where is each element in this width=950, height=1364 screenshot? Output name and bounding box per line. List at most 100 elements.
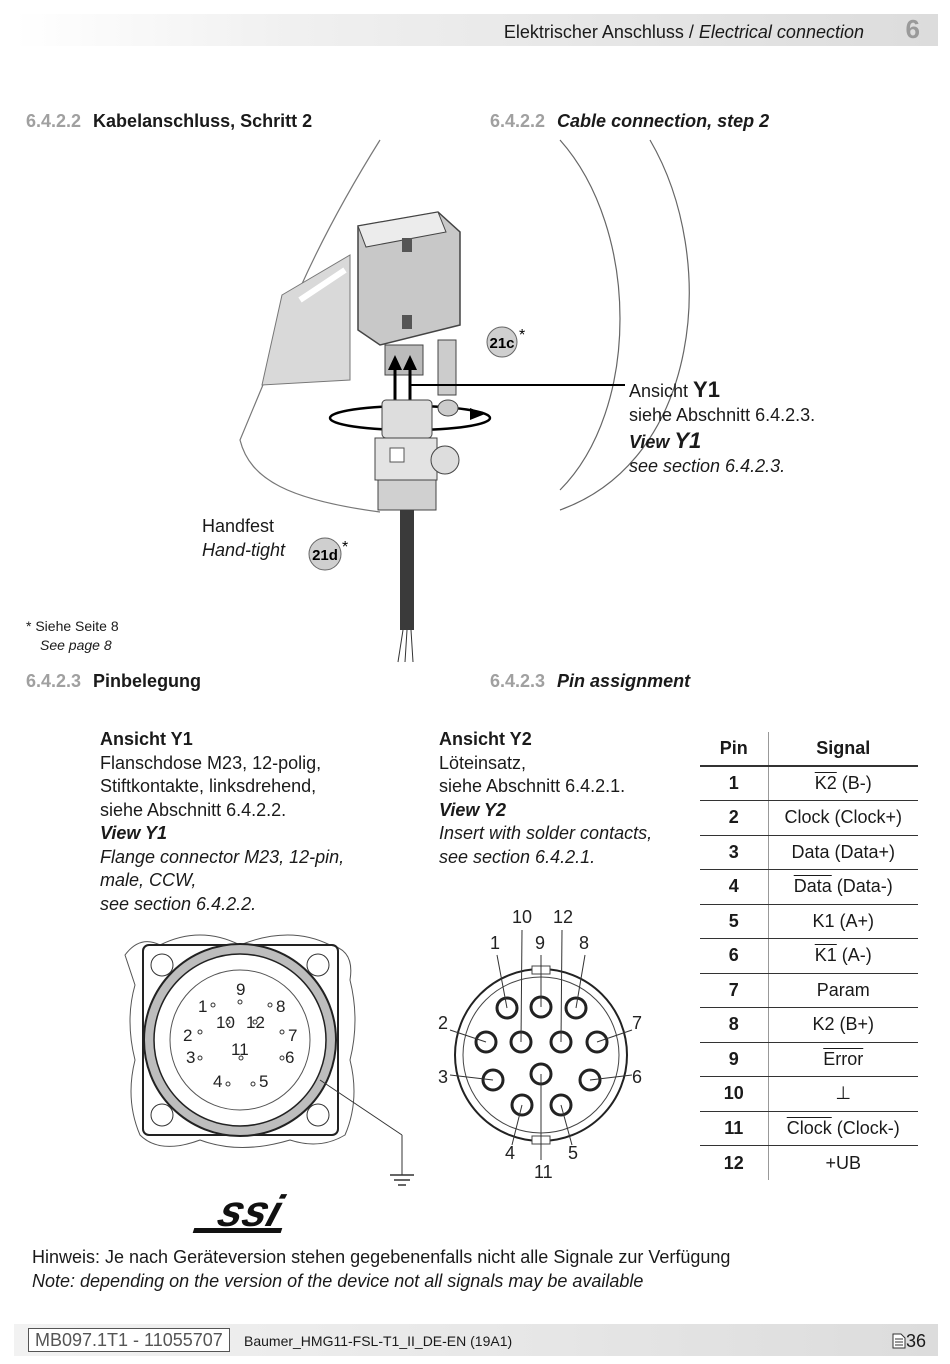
section-title: Pin assignment [557, 671, 691, 691]
pin-label-4: 4 [505, 1143, 515, 1163]
section-number: 6.4.2.2 [26, 111, 82, 131]
view-prefix: View [629, 432, 670, 452]
pin-cell: 11 [700, 1111, 769, 1146]
pin-label-8: 8 [276, 997, 285, 1016]
pin-cell: 9 [700, 1042, 769, 1077]
pin-label-11: 11 [534, 1162, 553, 1182]
text-line: male, CCW, [100, 870, 197, 890]
pin-label-2: 2 [438, 1013, 448, 1033]
signal-text: Data (Data+) [791, 841, 896, 862]
pin-label-6: 6 [285, 1048, 294, 1067]
signal-cell: Data (Data-) [768, 869, 918, 905]
column-header-pin: Pin [700, 732, 769, 767]
pin-label-9: 9 [535, 933, 545, 953]
document-id: MB097.1T1 - 11055707 [28, 1328, 230, 1352]
pin-cell: 5 [700, 904, 769, 939]
view-y1-title-de: Ansicht Y1 [100, 729, 193, 749]
header-bar [14, 14, 938, 46]
signal-cell: +UB [768, 1146, 918, 1181]
page-number: 36 [892, 1331, 926, 1352]
pin-label-12: 12 [553, 907, 573, 927]
view-id: Y1 [693, 377, 720, 402]
signal-text: (B-) [836, 773, 872, 793]
signal-cell: K2 (B+) [768, 1007, 918, 1043]
header-title: Elektrischer Anschluss / Electrical conn… [504, 22, 864, 43]
text-line: Stiftkontakte, linksdrehend, [100, 776, 317, 796]
signal-cell: ⊥ [768, 1076, 918, 1112]
signal-text: K1 (A+) [812, 910, 875, 931]
pin-label-1: 1 [490, 933, 500, 953]
signal-text: (A-) [836, 945, 872, 966]
version-note: Hinweis: Je nach Geräteversion stehen ge… [32, 1245, 730, 1293]
page-number-text: 36 [905, 1331, 926, 1351]
section-number: 6.4.2.3 [26, 671, 82, 691]
signal-inverted: K1 [814, 945, 837, 966]
pin-cell: 3 [700, 835, 769, 870]
pin-label-5: 5 [259, 1072, 268, 1091]
table-row: 7 Param [700, 973, 918, 1008]
signal-text: (Clock-) [831, 1117, 900, 1138]
callout-21d: 21d [312, 547, 338, 564]
pin-cell: 2 [700, 800, 769, 836]
text-line: see section 6.4.2.2. [100, 893, 257, 914]
header-title-en: Electrical connection [698, 22, 864, 42]
pin-label-1: 1 [198, 997, 207, 1016]
handtight-de: Handfest [202, 516, 275, 536]
text-line: Löteinsatz, [439, 752, 527, 773]
signal-text: (Data-) [831, 876, 893, 897]
pin-label-10: 10 [216, 1013, 235, 1032]
table-row: 3 Data (Data+) [700, 835, 918, 870]
signal-inverted: K2 [814, 773, 837, 793]
header-title-de: Elektrischer Anschluss / [503, 22, 694, 42]
pin-cell: 4 [700, 869, 769, 905]
signal-cell: Clock (Clock+) [768, 800, 918, 836]
asterisk: * [519, 327, 525, 344]
file-name: Baumer_HMG11-FSL-T1_II_DE-EN (19A1) [244, 1333, 513, 1349]
section-heading-de: 6.4.2.2 Kabelanschluss, Schritt 2 [26, 111, 312, 132]
footnote-en: See page 8 [40, 637, 112, 653]
pin-label-8: 8 [579, 933, 589, 953]
section-number: 6.4.2.2 [490, 111, 546, 131]
pin-cell: 10 [700, 1076, 769, 1112]
pin-label-2: 2 [183, 1026, 192, 1045]
signal-text: K2 (B+) [812, 1014, 875, 1035]
callout-21c: 21c [489, 335, 514, 352]
pin-label-4: 4 [213, 1072, 222, 1091]
pin-label-7: 7 [632, 1013, 642, 1033]
signal-cell: Clock (Clock-) [768, 1111, 918, 1146]
pin-label-5: 5 [568, 1143, 578, 1163]
document-icon [892, 1333, 906, 1349]
signal-text: Param [816, 979, 870, 1000]
section-title: Pinbelegung [93, 671, 202, 691]
note-de: Hinweis: Je nach Geräteversion stehen ge… [32, 1247, 731, 1267]
pin-label-7: 7 [288, 1026, 297, 1045]
signal-text: +UB [825, 1152, 862, 1173]
text-line: siehe Abschnitt 6.4.2.1. [439, 776, 626, 796]
signal-cell: Param [768, 973, 918, 1008]
view-y2-title-en: View Y2 [439, 799, 507, 820]
chapter-number: 6 [905, 14, 920, 44]
section-title: Kabelanschluss, Schritt 2 [93, 111, 313, 131]
table-row: 5 K1 (A+) [700, 904, 918, 939]
section-number: 6.4.2.3 [490, 671, 546, 691]
pin-label-3: 3 [186, 1048, 195, 1067]
footnote: * Siehe Seite 8 See page 8 [26, 617, 119, 655]
handtight-label: Handfest Hand-tight [202, 514, 285, 562]
pin-cell: 7 [700, 973, 769, 1008]
view-y2-title-de: Ansicht Y2 [439, 729, 532, 749]
note-en: Note: depending on the version of the de… [32, 1271, 644, 1291]
view-y1-text: Ansicht Y1 Flanschdose M23, 12-polig, St… [100, 728, 344, 916]
pin-label-3: 3 [438, 1067, 448, 1087]
signal-cell: K2 (B-) [768, 766, 918, 801]
signal-cell: K1 (A+) [768, 904, 918, 939]
signal-inverted: Data [793, 876, 832, 897]
table-row: 10⊥ [700, 1076, 918, 1112]
